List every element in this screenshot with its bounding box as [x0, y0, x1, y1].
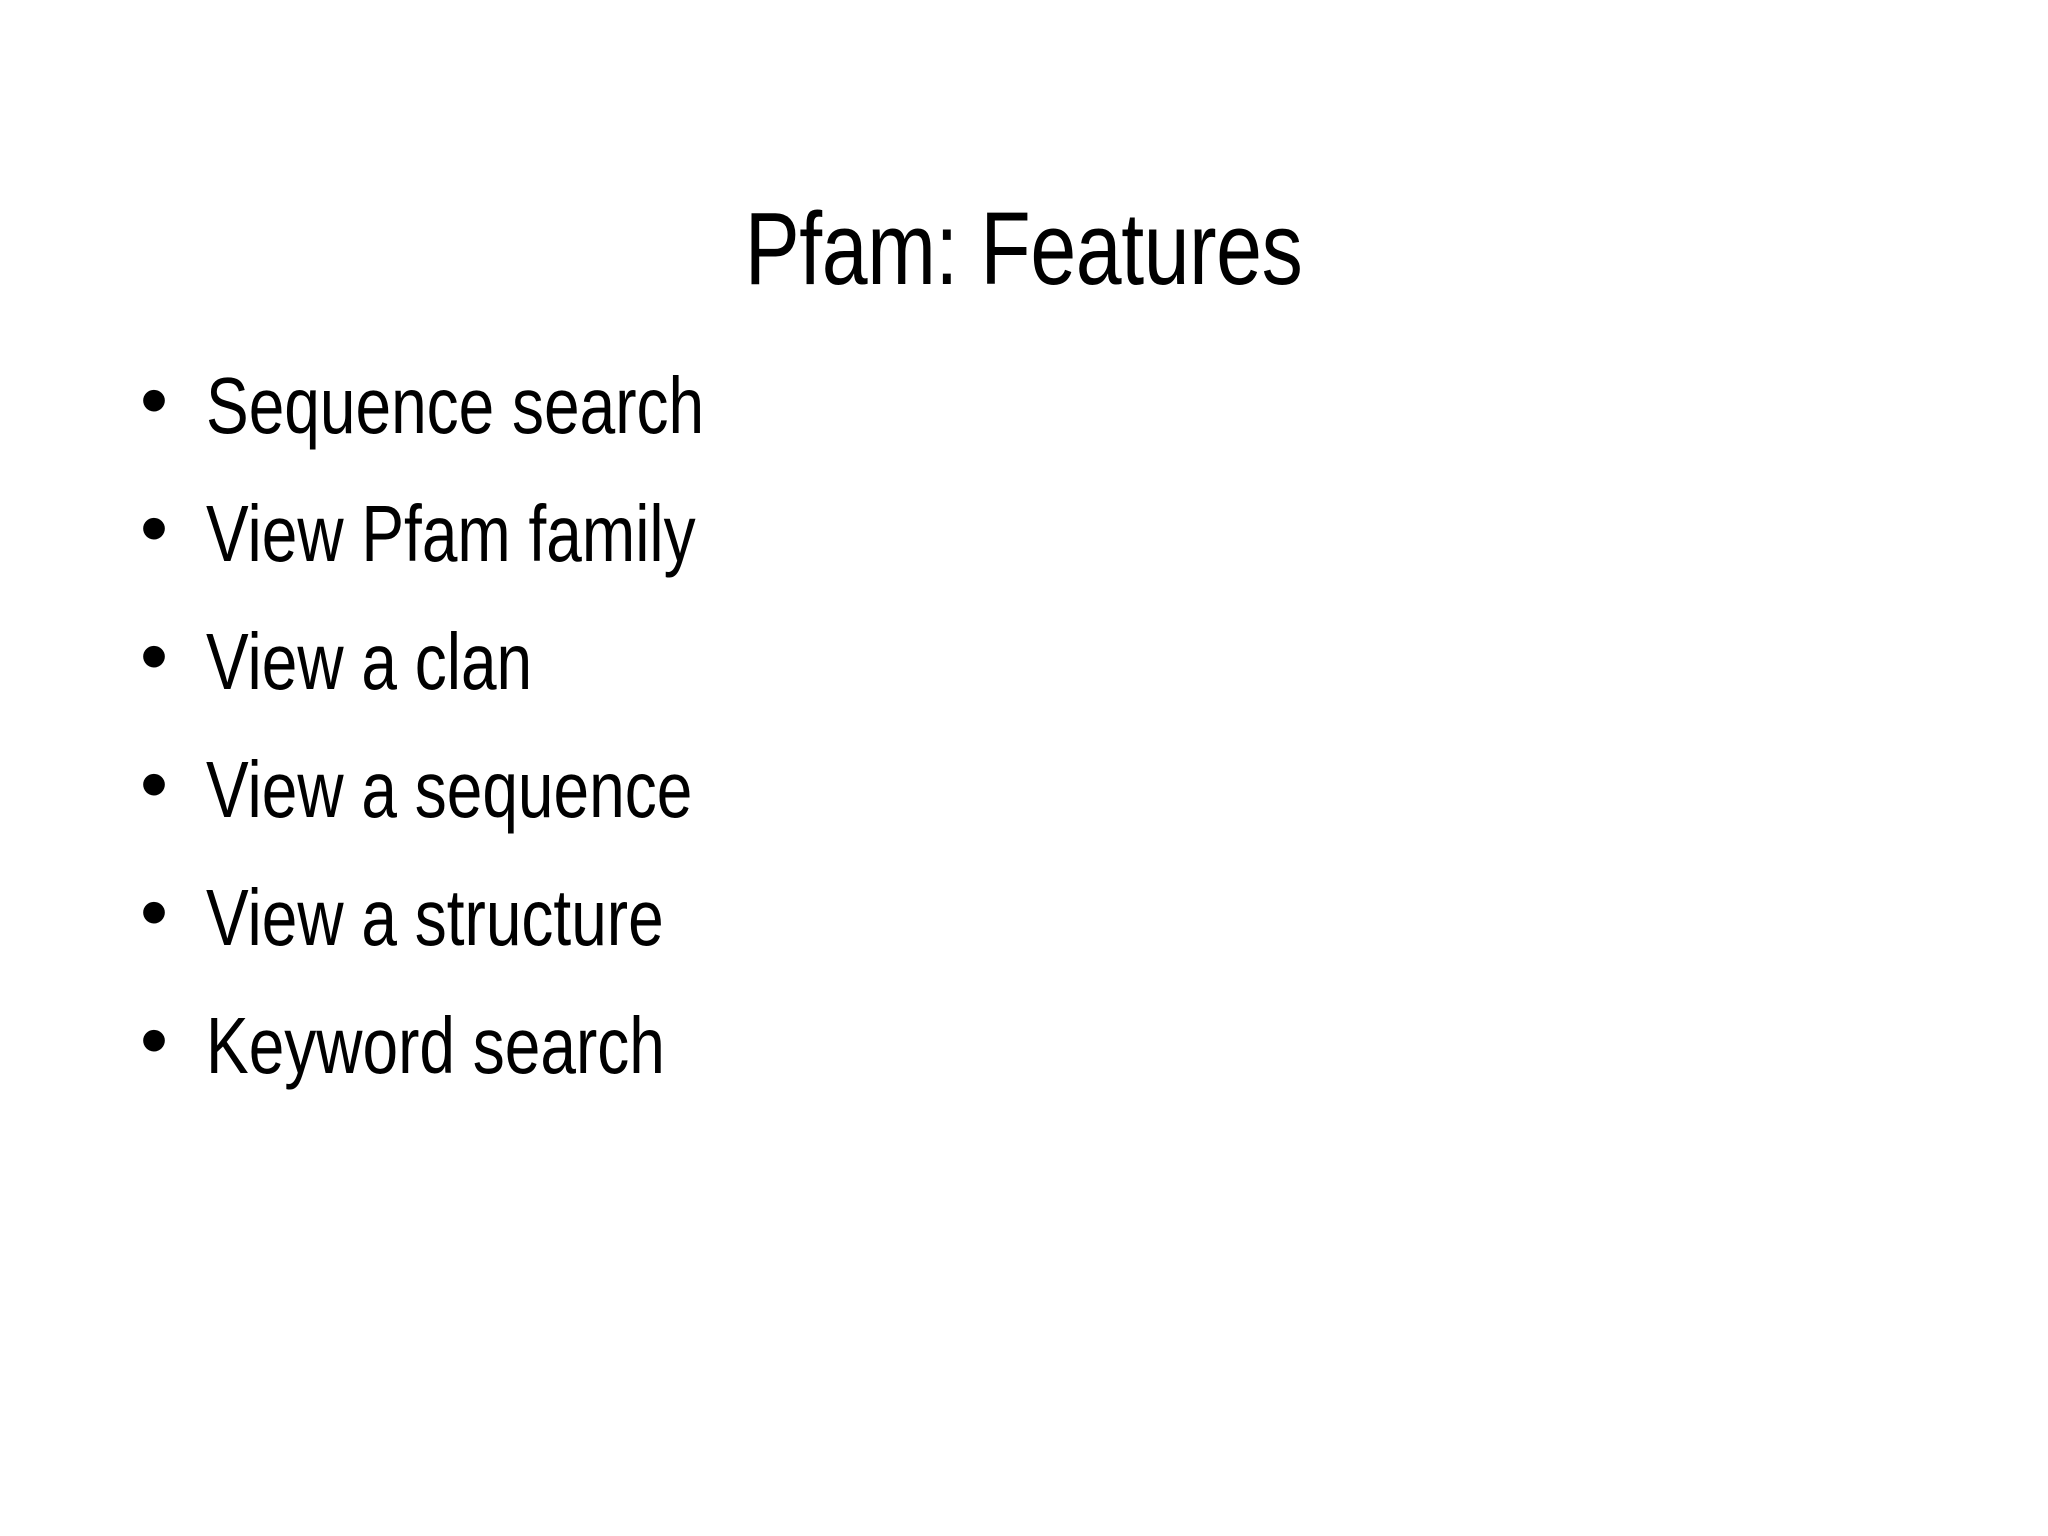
bullet-point-icon: • — [140, 995, 169, 1084]
list-item[interactable]: • View a clan — [128, 616, 1928, 750]
bullet-point-icon: • — [140, 355, 169, 444]
bullet-point-icon: • — [140, 739, 169, 828]
bullet-point-icon: • — [140, 483, 169, 572]
list-item-label: View a clan — [206, 617, 533, 706]
slide-title-container: Pfam: Features — [0, 126, 2048, 372]
list-item[interactable]: • Sequence search — [128, 360, 1928, 494]
list-item-label: View a sequence — [206, 745, 693, 834]
list-item-label: View Pfam family — [206, 489, 696, 578]
list-item-label: View a structure — [206, 873, 664, 962]
list-item[interactable]: • View a structure — [128, 872, 1928, 1006]
list-item[interactable]: • View a sequence — [128, 744, 1928, 878]
list-item-label: Keyword search — [206, 1001, 665, 1090]
bullet-point-icon: • — [140, 611, 169, 700]
bullet-point-icon: • — [140, 867, 169, 956]
bullet-list: • Sequence search • View Pfam family • V… — [128, 360, 1928, 1134]
list-item[interactable]: • Keyword search — [128, 1000, 1928, 1134]
page-title: Pfam: Features — [745, 191, 1303, 306]
list-item-label: Sequence search — [206, 361, 705, 450]
list-item[interactable]: • View Pfam family — [128, 488, 1928, 622]
